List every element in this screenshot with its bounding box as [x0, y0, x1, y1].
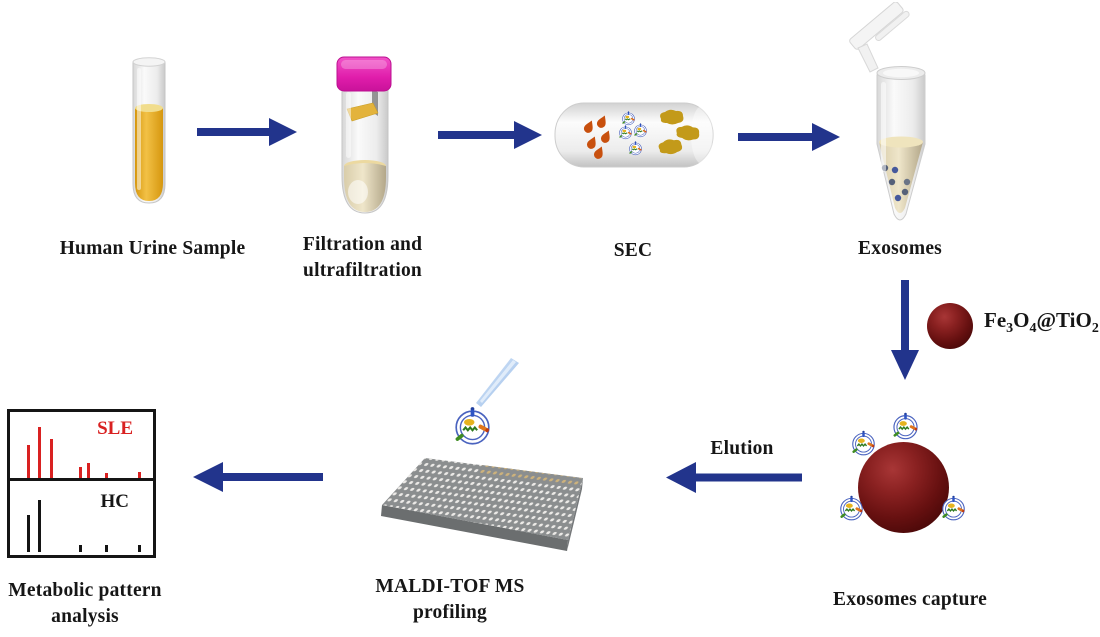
formula-part: @TiO [1036, 308, 1092, 332]
spectrum-peak [87, 463, 91, 478]
flow-arrow-elution-icon [666, 462, 802, 493]
flow-arrow-down-icon [891, 280, 919, 380]
formula-part: Fe [984, 308, 1007, 332]
sle-spectrum-panel: SLE [10, 412, 153, 481]
spectrum-peak [138, 472, 142, 478]
label-exosomes-capture: Exosomes capture [833, 589, 987, 610]
formula-sub: 3 [1006, 321, 1014, 337]
filtration-tube-icon [336, 56, 392, 214]
hc-spectrum-panel: HC [10, 481, 153, 552]
spectrum-peak [50, 439, 54, 478]
spotted-exosome-icon [452, 406, 493, 447]
label-human-urine-sample: Human Urine Sample [59, 238, 246, 259]
captured-vesicle-icon [838, 495, 865, 522]
sle-label: SLE [97, 418, 133, 439]
spectrum-peak [138, 545, 142, 552]
flow-arrow-3-icon [738, 123, 840, 151]
formula-part: O [1013, 308, 1030, 332]
spectrum-peak [79, 545, 83, 552]
captured-vesicle-icon [940, 495, 967, 522]
fe3o4-tio2-bead-icon [927, 303, 973, 349]
formula-sub: 2 [1091, 321, 1099, 337]
label-metabolic-pattern: Metabolic pattern analysis [8, 580, 162, 627]
spectrum-peak [79, 467, 83, 478]
label-sec: SEC [613, 240, 653, 261]
spectrum-peak [105, 545, 109, 552]
spectrum-peak [27, 515, 31, 552]
label-exosomes: Exosomes [858, 238, 942, 259]
capture-bead-icon [858, 442, 949, 533]
captured-vesicle-icon [891, 412, 920, 441]
flow-arrow-1-icon [197, 118, 297, 146]
spectrum-peak [105, 473, 109, 478]
spotted-wells [477, 465, 581, 488]
spectrum-peak [27, 445, 31, 478]
open-lid [849, 2, 910, 50]
sec-column-icon [554, 102, 714, 168]
label-maldi-tof: MALDI-TOF MS profiling [375, 576, 525, 623]
label-fe3o4-tio2: Fe3O4@TiO2 [984, 308, 1099, 337]
spectrum-peak [38, 427, 42, 478]
protein-aggregates [658, 109, 700, 155]
spectrum-peak [38, 500, 42, 552]
flow-arrow-to-analysis-icon [193, 462, 323, 492]
formula-sub: 4 [1029, 321, 1037, 337]
flow-arrow-2-icon [438, 121, 542, 149]
captured-vesicle-icon [850, 430, 877, 457]
hc-label: HC [100, 491, 130, 512]
metabolic-pattern-chart: SLE HC [7, 409, 156, 558]
label-elution: Elution [710, 438, 774, 459]
label-filtration: Filtration and ultrafiltration [302, 234, 423, 281]
urine-test-tube-icon [132, 57, 166, 204]
pink-cap [336, 56, 392, 92]
exosome-tube-icon [849, 2, 926, 221]
maldi-target-plate-icon [381, 458, 583, 551]
pipette-tip-icon [476, 358, 519, 407]
